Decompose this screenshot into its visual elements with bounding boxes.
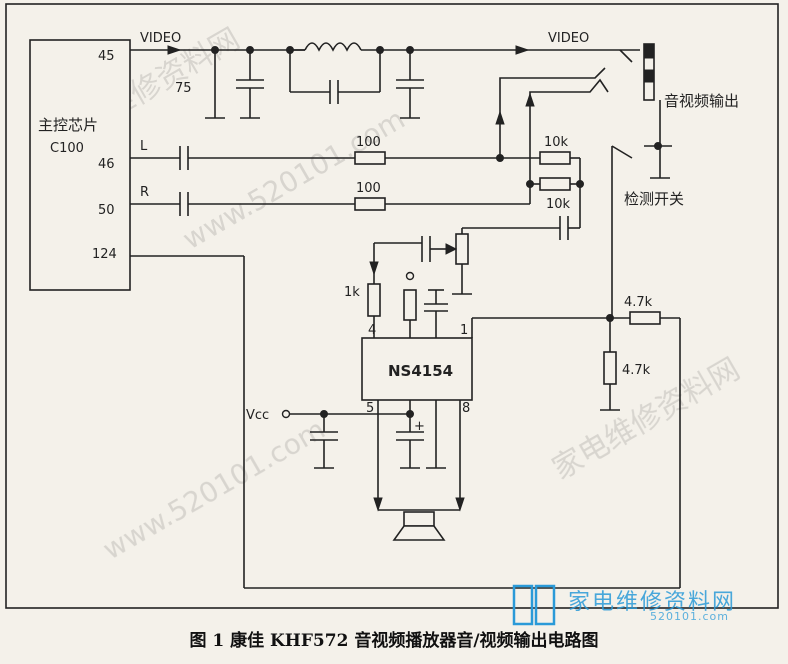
r47k-h-label: 4.7k [624,295,653,310]
resistor-4k7-v [603,351,617,385]
resistor-100-bot [354,197,386,211]
amp-pin5: 5 [366,401,374,416]
r10k-bot-label: 10k [546,197,571,212]
pin-45: 45 [98,49,115,64]
detect-line [130,255,680,589]
chip-model: C100 [50,141,84,156]
r1k-label: 1k [344,285,360,300]
diagram-frame [5,3,779,609]
av-output-jack: 音视频输出 检测开关 [499,43,739,318]
input-network: 10k 1k [344,197,580,338]
resistor-1k [367,283,381,317]
logo-text: 家电维修资料网 [568,590,737,615]
watermark-url: www.520101.com [97,412,331,566]
detect-switch-label: 检测开关 [624,190,684,208]
power-supply: Vcc + [246,400,446,469]
amp-pin8: 8 [462,401,470,416]
amp-pin1: 1 [460,323,468,338]
cap-plus: + [414,419,425,434]
site-logo: 家电维修资料网 520101.com [512,582,780,628]
r47k-v-label: 4.7k [622,363,651,378]
figure-caption: 图 1 康佳 KHF572 音视频播放器音/视频输出电路图 [189,631,599,651]
resistor-10k-top [539,151,571,165]
main-chip [29,39,131,291]
left-channel: L 100 10k [130,110,580,170]
resistor-10k-mid [539,177,571,191]
av-output-label: 音视频输出 [664,92,739,110]
resistor-100-top [354,151,386,165]
right-channel: R 100 [130,92,584,228]
video-path: VIDEO 75 VIDEO [130,31,640,119]
watermarks: 家电维修资料网 www.520101.com 家电维修资料网 www.52010… [47,22,746,566]
logo-icon [512,584,556,626]
logo-url: 520101.com [650,610,729,623]
watermark-url: www.520101.com [177,102,411,256]
pin-50: 50 [98,203,115,218]
r75-label: 75 [175,81,192,96]
amp-pin4: 4 [368,323,376,338]
speaker-body [403,511,435,527]
video-out-label: VIDEO [548,31,589,46]
right-label: R [140,185,149,200]
vcc-label: Vcc [246,408,269,423]
resistor-bias [403,289,417,321]
speaker-cone [392,525,446,541]
ns4154-chip [361,337,473,401]
r100-top-label: 100 [356,135,381,150]
pin-46: 46 [98,157,115,172]
r10k-top-label: 10k [544,135,569,150]
speaker [373,400,465,541]
pin-124: 124 [92,247,117,262]
volume-pot [455,233,469,265]
chip-name: 主控芯片 [38,116,98,134]
amplifier-ic: NS4154 4 1 5 8 4.7k 4.7k [361,295,681,588]
r100-bot-label: 100 [356,181,381,196]
video-in-label: VIDEO [140,31,181,46]
resistor-4k7-h [629,311,661,325]
left-label: L [140,139,148,154]
amp-name: NS4154 [388,362,453,380]
